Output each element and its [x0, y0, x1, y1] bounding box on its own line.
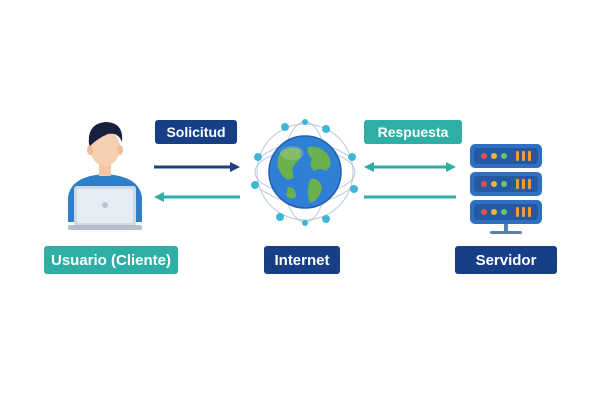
request-label: Solicitud	[155, 120, 237, 144]
globe-network-icon	[251, 119, 358, 226]
response-arrow-right	[364, 162, 456, 172]
response-label: Respuesta	[364, 120, 462, 144]
request-arrow-left	[154, 162, 240, 172]
server-unit	[470, 200, 542, 224]
internet-label: Internet	[264, 246, 340, 274]
user-laptop-icon	[68, 122, 142, 230]
client-label: Usuario (Cliente)	[44, 246, 178, 274]
server-unit	[470, 172, 542, 196]
server-label: Servidor	[455, 246, 557, 274]
server-unit	[470, 144, 542, 168]
response-arrow-left	[154, 192, 240, 202]
server-rack-icon	[470, 144, 542, 234]
